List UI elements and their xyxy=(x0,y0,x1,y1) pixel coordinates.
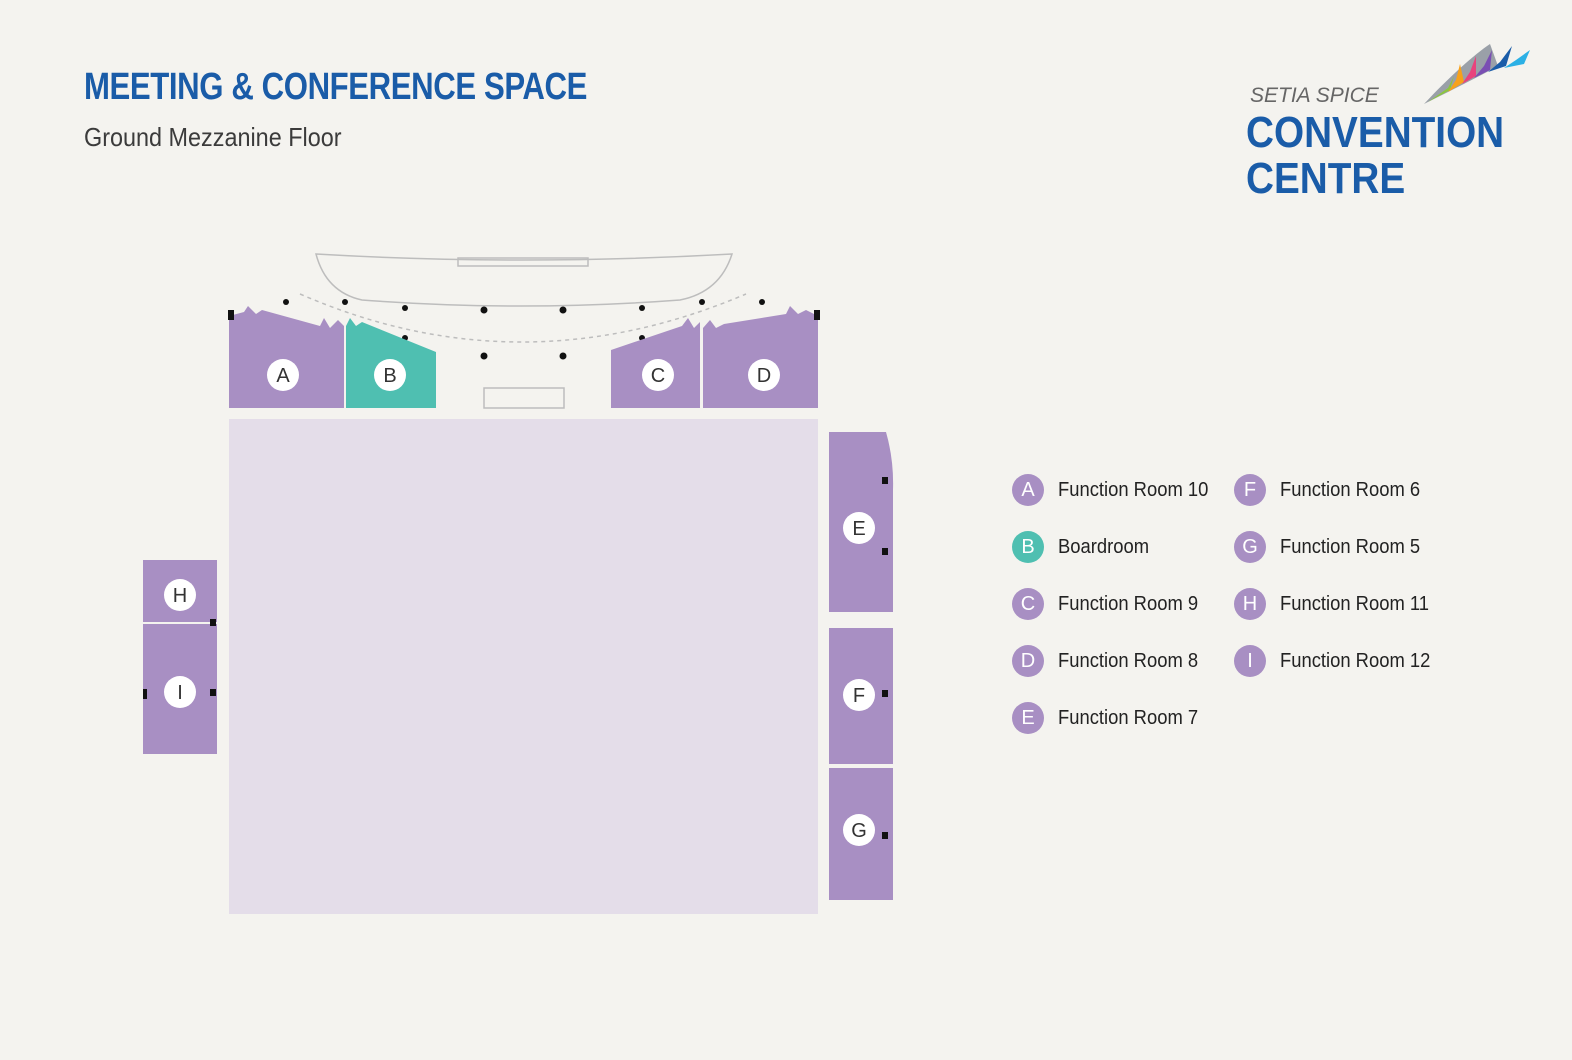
legend-label-c: Function Room 9 xyxy=(1058,592,1199,615)
sail-fan-logo-icon xyxy=(1424,44,1530,104)
floor-plan: A B C D E F G xyxy=(143,253,894,914)
legend-item-f: F Function Room 6 xyxy=(1234,474,1432,506)
room-a-letter: A xyxy=(276,365,290,387)
brand-tagline: SETIA SPICE xyxy=(1250,84,1379,107)
room-i[interactable]: I xyxy=(143,619,217,754)
room-e[interactable]: E xyxy=(829,432,894,612)
legend-badge-e: E xyxy=(1012,702,1044,734)
legend-badge-f: F xyxy=(1234,474,1266,506)
page-title: MEETING & CONFERENCE SPACE xyxy=(84,66,587,108)
room-e-letter: E xyxy=(852,518,865,540)
room-b-letter: B xyxy=(383,365,396,387)
room-f[interactable]: F xyxy=(829,628,893,764)
room-b-boardroom[interactable]: B xyxy=(346,318,436,408)
legend-badge-a: A xyxy=(1012,474,1044,506)
legend-item-d: D Function Room 8 xyxy=(1012,645,1210,677)
legend-item-g: G Function Room 5 xyxy=(1234,531,1432,563)
brand-name-line-1: CONVENTION xyxy=(1246,108,1505,157)
legend-badge-i: I xyxy=(1234,645,1266,677)
room-c-letter: C xyxy=(651,365,665,387)
room-f-letter: F xyxy=(853,685,865,707)
legend-label-h: Function Room 11 xyxy=(1280,592,1429,615)
legend-badge-d: D xyxy=(1012,645,1044,677)
legend-badge-b: B xyxy=(1012,531,1044,563)
legend-badge-h: H xyxy=(1234,588,1266,620)
room-i-letter: I xyxy=(177,682,183,704)
room-h-letter: H xyxy=(173,585,187,607)
room-g-letter: G xyxy=(851,820,867,842)
legend-label-a: Function Room 10 xyxy=(1058,478,1209,501)
room-d[interactable]: D xyxy=(703,306,820,408)
legend-item-c: C Function Room 9 xyxy=(1012,588,1210,620)
legend-item-e: E Function Room 7 xyxy=(1012,702,1210,734)
main-hall xyxy=(229,419,818,914)
legend-label-b: Boardroom xyxy=(1058,535,1150,558)
legend-badge-g: G xyxy=(1234,531,1266,563)
lobby-outline xyxy=(299,253,747,409)
legend-label-f: Function Room 6 xyxy=(1280,478,1421,501)
legend-item-h: H Function Room 11 xyxy=(1234,588,1442,620)
room-legend: A Function Room 10 B Boardroom C Functio… xyxy=(1012,474,1472,754)
brand-name-line-2: CENTRE xyxy=(1246,154,1406,203)
room-g[interactable]: G xyxy=(829,768,893,900)
room-a[interactable]: A xyxy=(228,306,344,408)
lobby-columns xyxy=(283,299,765,360)
legend-label-e: Function Room 7 xyxy=(1058,706,1199,729)
legend-label-d: Function Room 8 xyxy=(1058,649,1199,672)
legend-label-i: Function Room 12 xyxy=(1280,649,1431,672)
floor-subtitle: Ground Mezzanine Floor xyxy=(84,122,342,152)
legend-label-g: Function Room 5 xyxy=(1280,535,1421,558)
legend-badge-c: C xyxy=(1012,588,1044,620)
legend-item-i: I Function Room 12 xyxy=(1234,645,1443,677)
room-d-letter: D xyxy=(757,365,771,387)
legend-item-a: A Function Room 10 xyxy=(1012,474,1221,506)
room-h[interactable]: H xyxy=(143,560,217,622)
room-c[interactable]: C xyxy=(611,318,700,408)
convention-centre-logo: SETIA SPICE CONVENTION CENTRE xyxy=(1240,36,1530,206)
legend-item-b: B Boardroom xyxy=(1012,531,1157,563)
